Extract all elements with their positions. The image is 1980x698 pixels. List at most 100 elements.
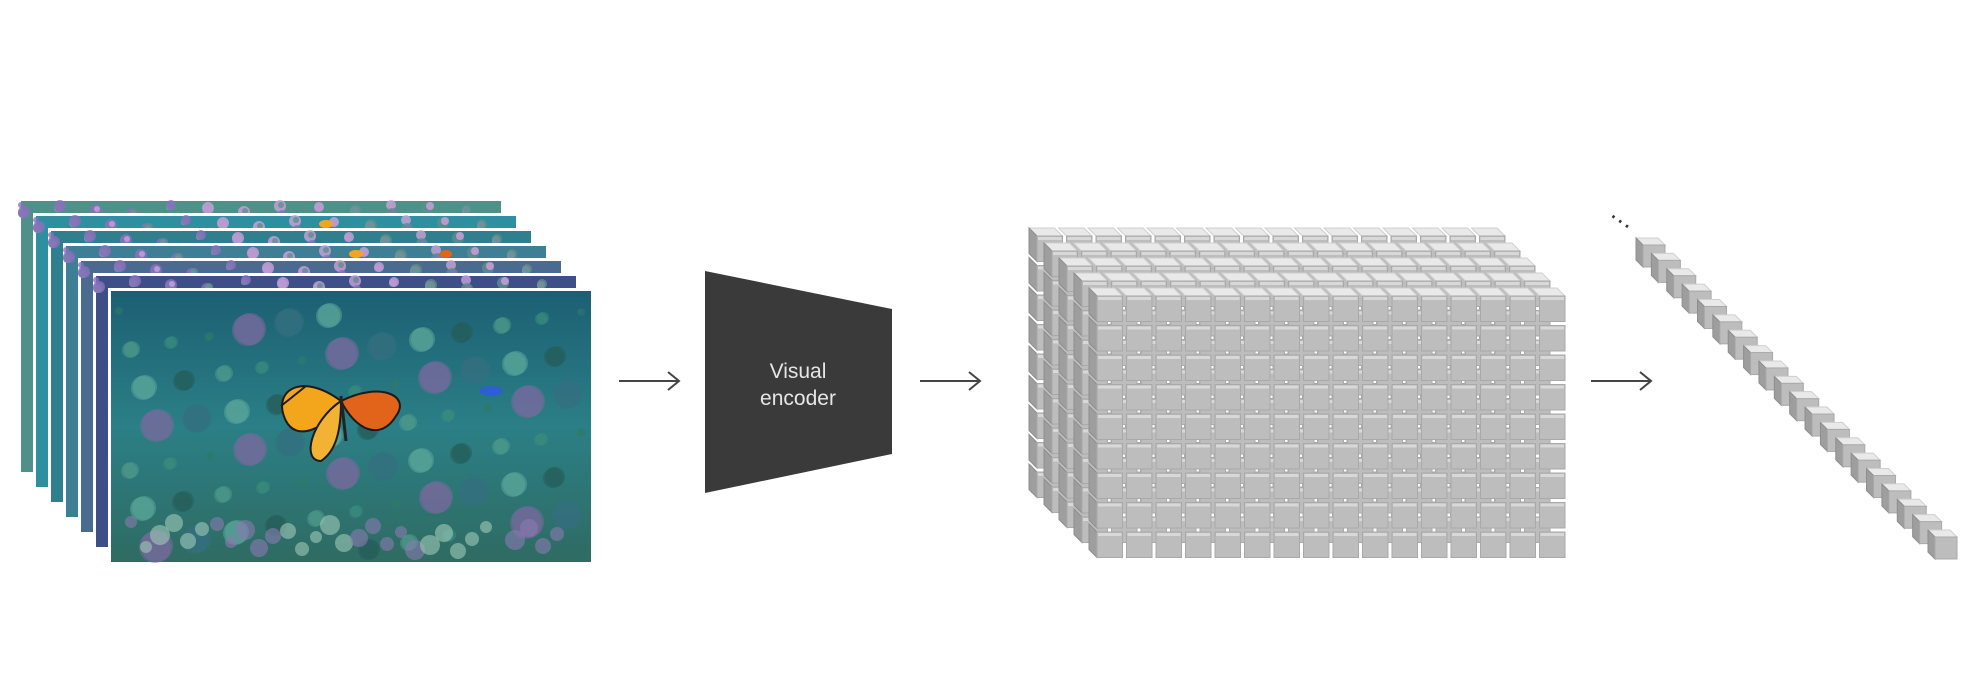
- token-cube: [1127, 444, 1153, 470]
- token-cube: [1363, 326, 1389, 352]
- token-cube: [1451, 532, 1477, 558]
- token-cube: [1451, 414, 1477, 440]
- token-cube: [1363, 444, 1389, 470]
- token-cube: [1304, 326, 1330, 352]
- token-cube: [1392, 532, 1418, 558]
- token-cube: [1333, 444, 1359, 470]
- token-cube: [1333, 414, 1359, 440]
- token-cube: [1481, 326, 1507, 352]
- token-cube: [1186, 355, 1212, 381]
- token-cube: [1245, 532, 1271, 558]
- token-cube: [1540, 503, 1566, 529]
- token-cube: [1127, 385, 1153, 411]
- token-cube: [1156, 355, 1182, 381]
- token-cube: [1127, 355, 1153, 381]
- token-cube: [1510, 503, 1536, 529]
- token-cube: [1274, 444, 1300, 470]
- token-cube: [1186, 444, 1212, 470]
- token-cube: [1333, 473, 1359, 499]
- token-cube: [1363, 355, 1389, 381]
- token-cube: [1510, 473, 1536, 499]
- token-cube: [1245, 444, 1271, 470]
- token-cube: [1156, 414, 1182, 440]
- token-cube: [1422, 385, 1448, 411]
- token-cube: [1215, 503, 1241, 529]
- token-cube: [1333, 326, 1359, 352]
- token-cube: [1156, 385, 1182, 411]
- token-cube: [1215, 385, 1241, 411]
- token-cube: [1245, 385, 1271, 411]
- token-cube: [1363, 503, 1389, 529]
- token-cube: [1274, 532, 1300, 558]
- token-cube: [1304, 385, 1330, 411]
- token-cube: [1127, 473, 1153, 499]
- token-cube: [1363, 414, 1389, 440]
- token-cube: [1186, 503, 1212, 529]
- encoder-label-line2: encoder: [760, 387, 836, 410]
- token-cube: [1481, 532, 1507, 558]
- token-cube: [1481, 355, 1507, 381]
- token-cube: [1540, 355, 1566, 381]
- token-cube: [1304, 414, 1330, 440]
- token-cube: [1392, 444, 1418, 470]
- token-cube: [1481, 414, 1507, 440]
- encoder-label-line1: Visual: [770, 360, 827, 383]
- token-cube: [1333, 385, 1359, 411]
- token-cube: [1245, 414, 1271, 440]
- token-cube: [1392, 385, 1418, 411]
- token-cube: [1304, 532, 1330, 558]
- token-cube: [1215, 414, 1241, 440]
- sequence-token-cube: [1928, 530, 1957, 559]
- token-cube: [1451, 355, 1477, 381]
- token-cube: [1481, 503, 1507, 529]
- token-cube: [1215, 444, 1241, 470]
- token-cube: [1089, 288, 1123, 322]
- token-cube: [1510, 355, 1536, 381]
- arrow-to-token-volume: [920, 372, 980, 390]
- token-cube: [1363, 473, 1389, 499]
- token-cube: [1540, 414, 1566, 440]
- token-cube: [1245, 473, 1271, 499]
- token-cube: [1363, 385, 1389, 411]
- token-cube: [1392, 473, 1418, 499]
- token-cube: [1451, 473, 1477, 499]
- token-cube: [1156, 444, 1182, 470]
- token-cube: [1186, 385, 1212, 411]
- token-cube: [1540, 532, 1566, 558]
- token-cube: [1510, 414, 1536, 440]
- token-cube: [1422, 503, 1448, 529]
- token-cube: [1540, 444, 1566, 470]
- token-cube: [1392, 326, 1418, 352]
- token-cube: [1215, 326, 1241, 352]
- token-cube: [1392, 414, 1418, 440]
- flattened-token-sequence: …: [1605, 195, 1957, 559]
- token-cube: [1304, 355, 1330, 381]
- token-cube: [1481, 444, 1507, 470]
- token-cube: [1245, 326, 1271, 352]
- token-cube: [1127, 326, 1153, 352]
- token-cube: [1156, 503, 1182, 529]
- token-cube: [1186, 414, 1212, 440]
- token-cube: [1510, 385, 1536, 411]
- token-cube: [1540, 473, 1566, 499]
- token-cube: [1540, 326, 1566, 352]
- token-cube: [1481, 385, 1507, 411]
- token-cube: [1127, 414, 1153, 440]
- token-cube: [1363, 532, 1389, 558]
- token-cube: [1422, 355, 1448, 381]
- arrow-to-encoder: [619, 372, 679, 390]
- token-cube: [1186, 326, 1212, 352]
- token-cube: [1156, 326, 1182, 352]
- token-cube: [1422, 414, 1448, 440]
- token-cube: [1274, 326, 1300, 352]
- token-cube: [1156, 473, 1182, 499]
- token-cube: [1186, 473, 1212, 499]
- spatiotemporal-token-volume: [1029, 228, 1565, 558]
- token-cube: [1392, 355, 1418, 381]
- sequence-ellipsis: …: [1605, 195, 1644, 234]
- token-cube: [1127, 532, 1153, 558]
- token-cube: [1392, 503, 1418, 529]
- token-cube: [1422, 532, 1448, 558]
- video-frames-stack: [18, 198, 594, 565]
